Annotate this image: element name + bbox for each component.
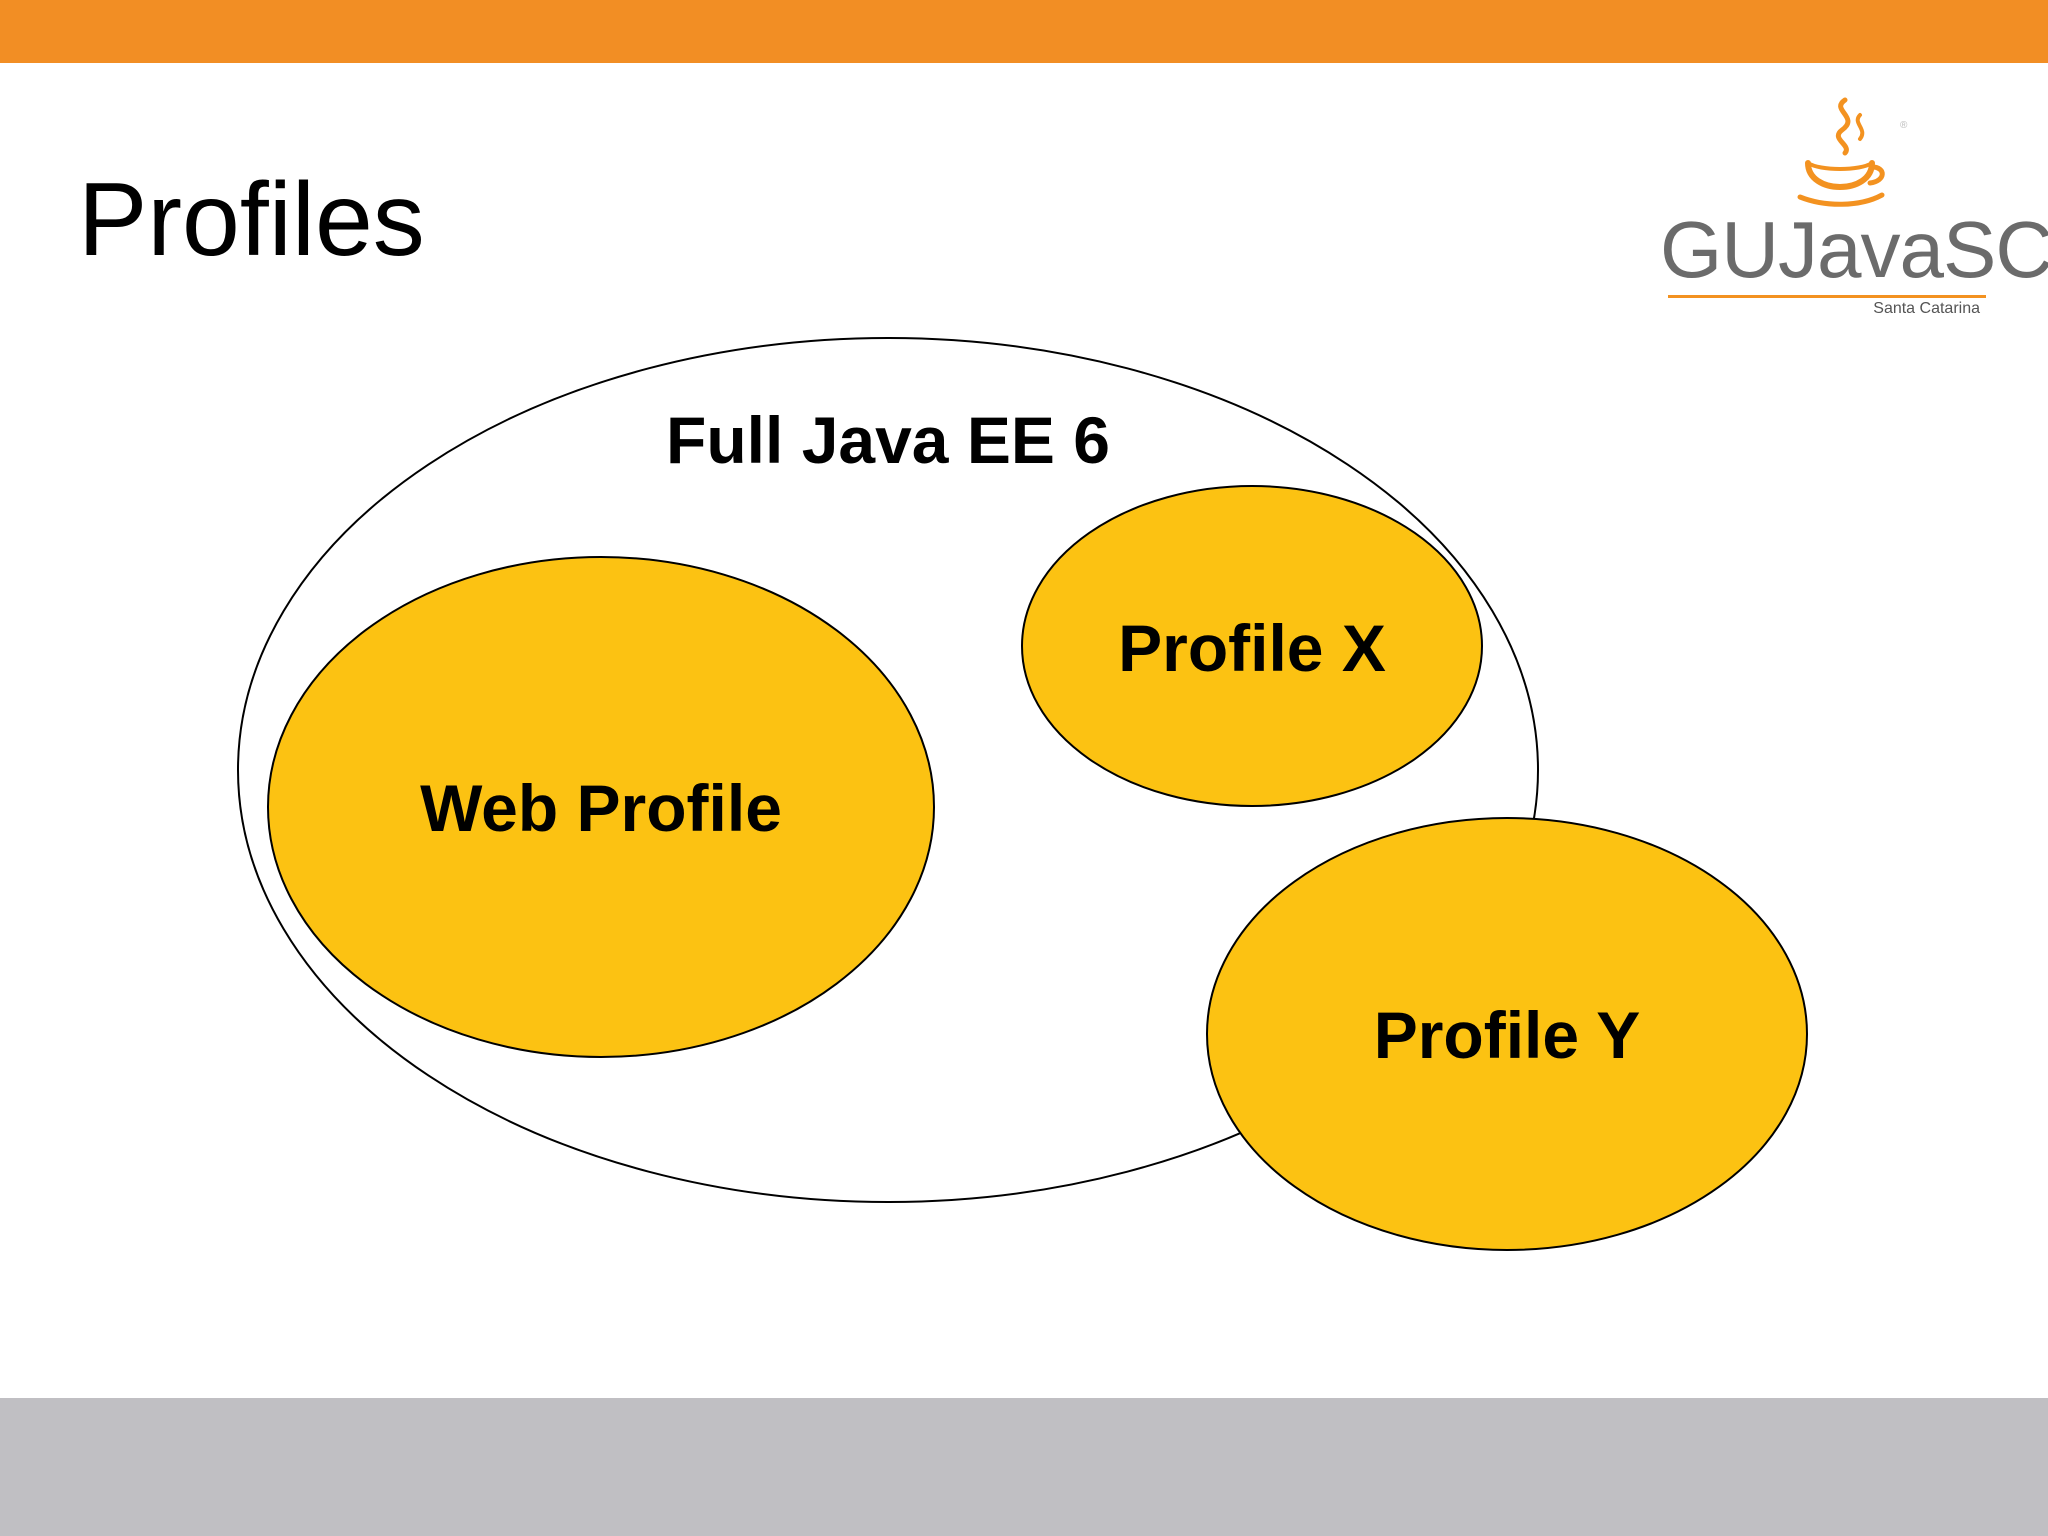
full-java-ee-label: Full Java EE 6 <box>666 403 1110 477</box>
logo-underline <box>1668 295 1986 298</box>
top-accent-bar <box>0 0 2048 63</box>
logo-wordmark: GUJavaSC <box>1660 205 2048 294</box>
profile-x-label: Profile X <box>1118 611 1386 685</box>
bottom-footer-bar <box>0 1398 2048 1536</box>
slide-title: Profiles <box>78 162 425 278</box>
profile-x-ellipse <box>1021 485 1483 807</box>
trademark-mark: ® <box>1900 120 1908 131</box>
gujavasc-logo: ® GUJavaSC Santa Catarina <box>1660 95 2048 330</box>
profile-y-label: Profile Y <box>1374 998 1641 1072</box>
logo-subtitle: Santa Catarina <box>1873 300 1980 317</box>
web-profile-label: Web Profile <box>420 771 782 845</box>
profile-y-ellipse <box>1206 817 1808 1251</box>
coffee-cup-icon <box>1797 97 1885 207</box>
web-profile-ellipse <box>267 556 935 1058</box>
